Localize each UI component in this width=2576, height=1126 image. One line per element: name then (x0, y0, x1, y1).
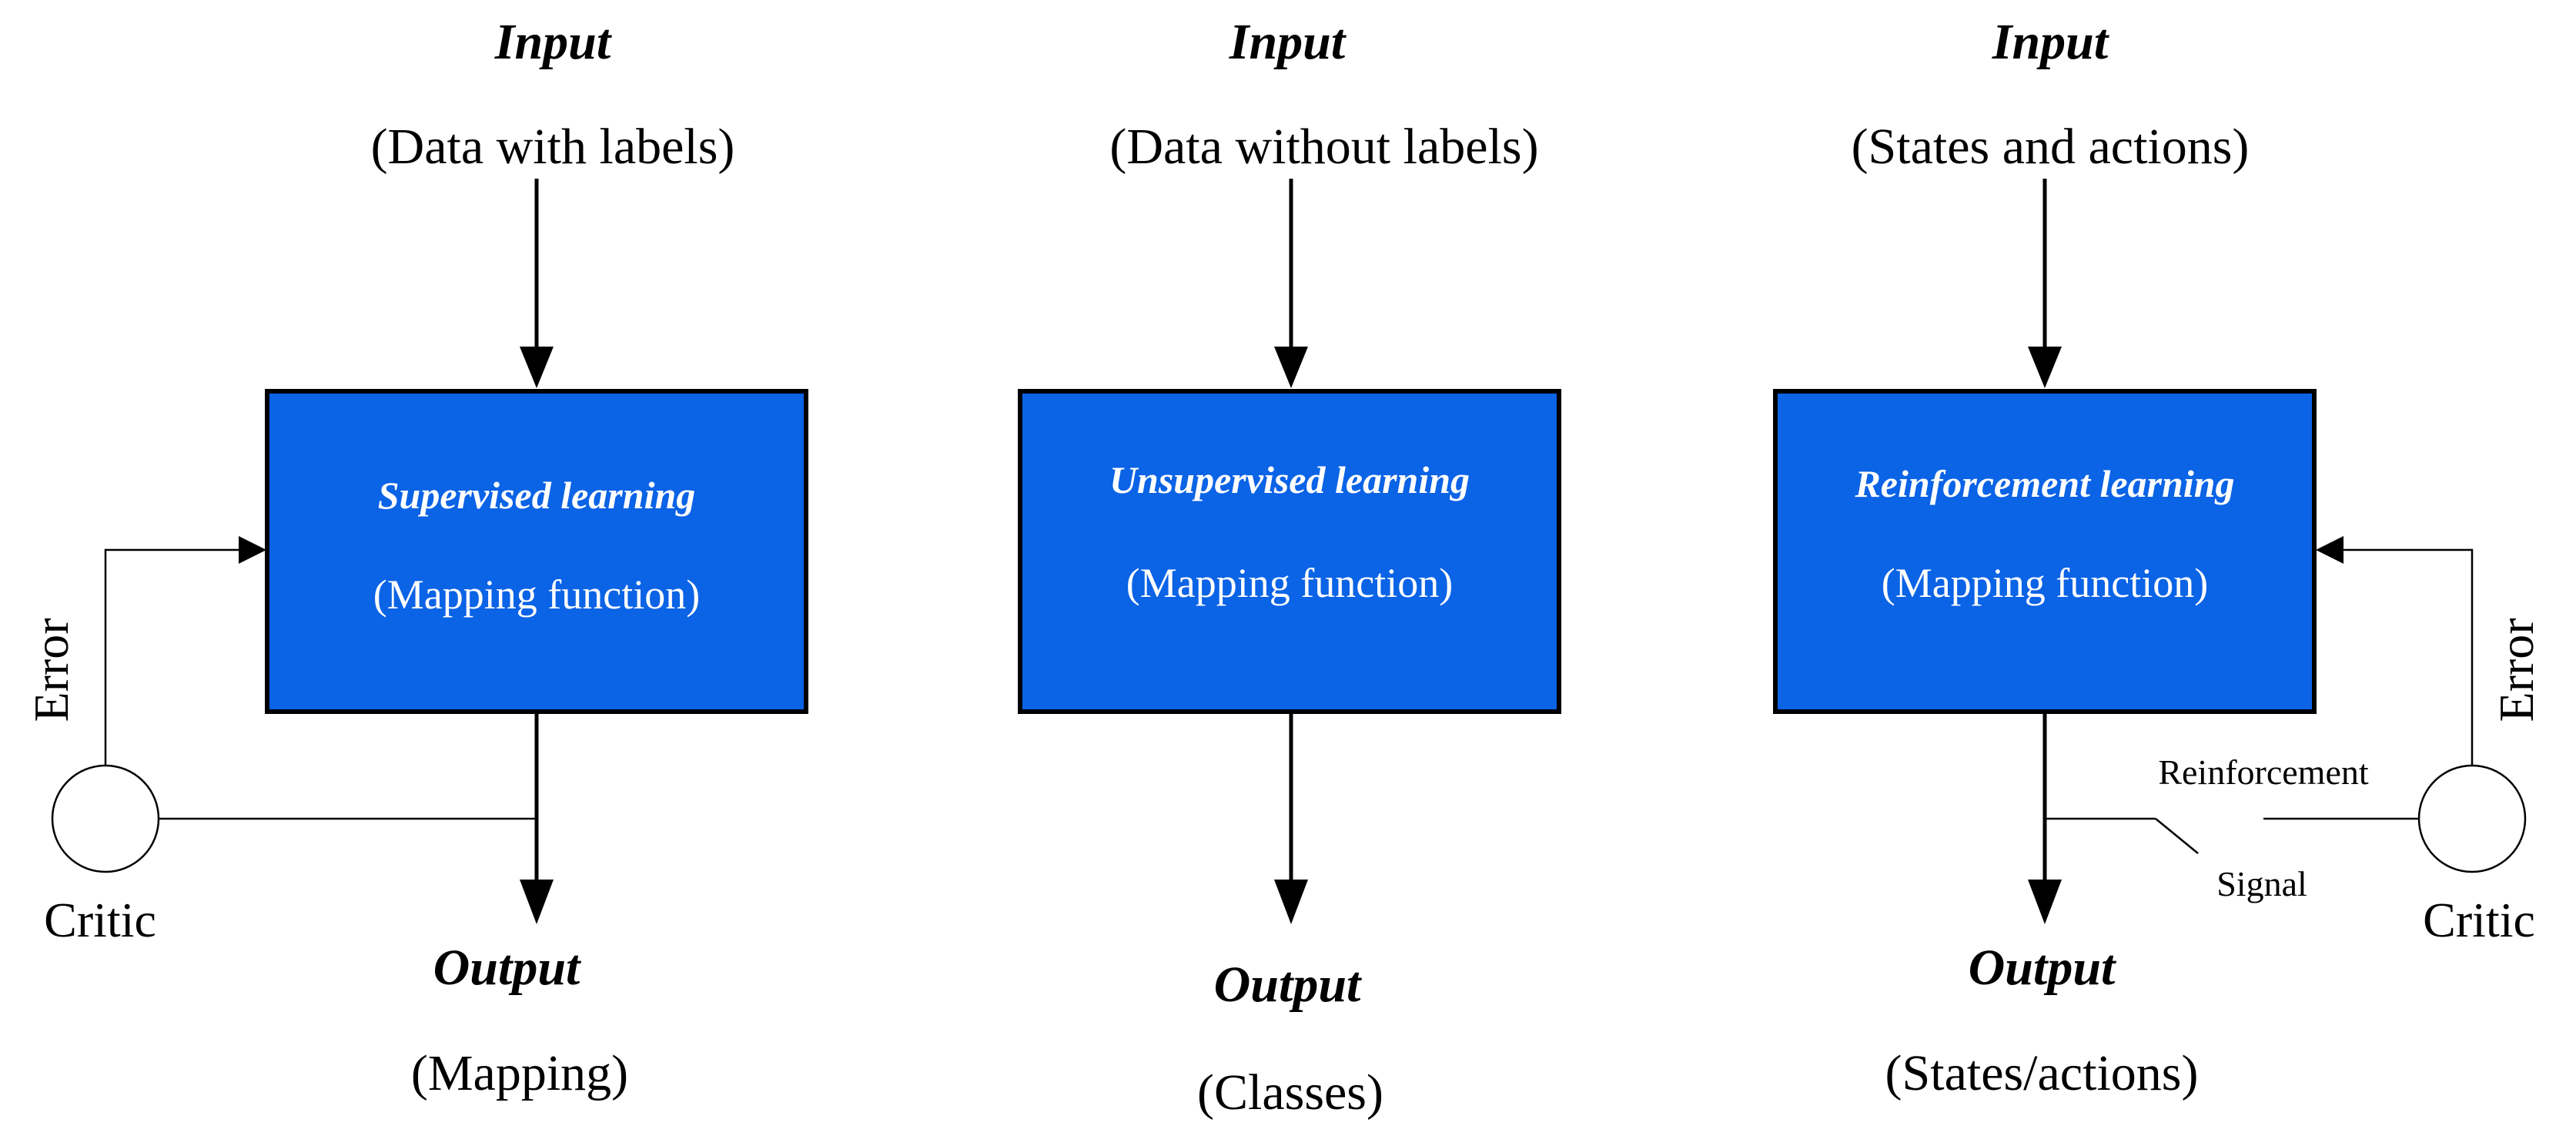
unsupervised-box-subtitle: (Mapping function) (1126, 560, 1453, 606)
supervised-input-subtitle: (Data with labels) (371, 119, 735, 175)
panel-supervised: Input (Data with labels) Supervised lear… (24, 14, 808, 1101)
unsupervised-input-arrowhead (1274, 347, 1308, 388)
supervised-learning-box (265, 389, 808, 714)
unsupervised-output-title: Output (1214, 957, 1362, 1013)
supervised-error-feedback-line (104, 548, 246, 766)
reinforcement-input-subtitle: (States and actions) (1852, 119, 2250, 175)
supervised-output-title: Output (433, 940, 581, 996)
unsupervised-output-arrowhead (1274, 880, 1308, 924)
panel-unsupervised: Input (Data without labels) Unsupervised… (1018, 14, 1561, 1121)
supervised-critic-label: Critic (44, 893, 156, 947)
reinforcement-output-arrowhead (2028, 880, 2062, 924)
reinforcement-output-subtitle: (States/actions) (1885, 1045, 2199, 1101)
unsupervised-box-title: Unsupervised learning (1109, 458, 1470, 501)
reinforcement-output-title: Output (1969, 940, 2116, 996)
reinforcement-reinforcement-label: Reinforcement (2158, 752, 2369, 792)
supervised-output-arrowhead (520, 880, 554, 924)
reinforcement-signal-switch (2155, 818, 2199, 854)
supervised-output-subtitle: (Mapping) (411, 1045, 628, 1101)
supervised-input-arrowhead (520, 347, 554, 388)
unsupervised-output-subtitle: (Classes) (1197, 1064, 1383, 1121)
supervised-box-subtitle: (Mapping function) (373, 571, 700, 618)
reinforcement-error-label: Error (2489, 618, 2544, 722)
reinforcement-input-title: Input (1992, 14, 2109, 70)
supervised-critic-circle (51, 764, 160, 873)
reinforcement-error-arrowhead (2316, 536, 2343, 564)
supervised-input-title: Input (494, 14, 612, 70)
reinforcement-box-title: Reinforcement learning (1854, 462, 2234, 505)
reinforcement-signal-label: Signal (2216, 864, 2307, 903)
unsupervised-input-subtitle: (Data without labels) (1109, 119, 1538, 175)
reinforcement-critic-circle (2417, 764, 2527, 873)
reinforcement-learning-box (1773, 389, 2317, 714)
unsupervised-learning-box (1018, 389, 1561, 714)
reinforcement-error-feedback-line (2342, 548, 2474, 766)
supervised-box-title: Supervised learning (378, 474, 696, 517)
supervised-error-label: Error (24, 618, 79, 722)
reinforcement-critic-label: Critic (2423, 893, 2535, 947)
panel-reinforcement: Input (States and actions) Reinforcement… (1773, 14, 2544, 1101)
unsupervised-input-title: Input (1229, 14, 1347, 70)
supervised-error-arrowhead (239, 536, 266, 564)
reinforcement-box-subtitle: (Mapping function) (1882, 560, 2208, 606)
reinforcement-input-arrowhead (2028, 347, 2062, 388)
